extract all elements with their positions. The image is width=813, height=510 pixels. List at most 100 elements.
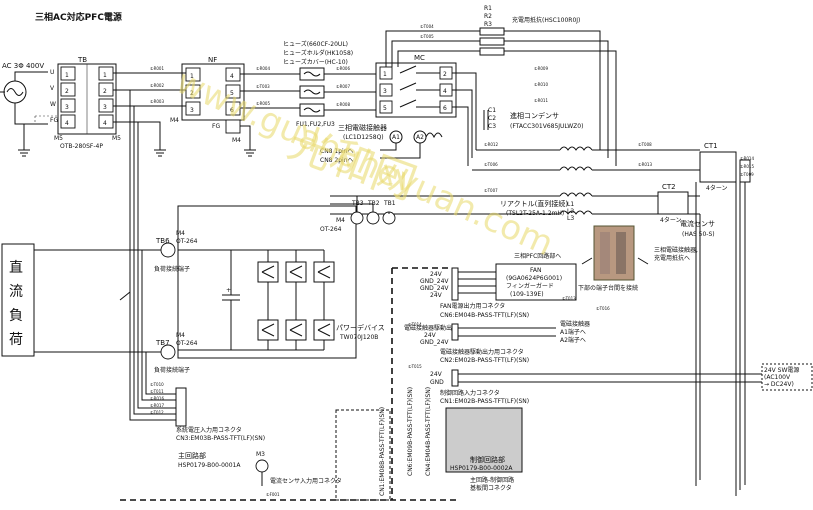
ct1-sensor <box>699 151 737 183</box>
vert-connector-0: CN1:EM08B-PASS-TFT(LF)(SN) <box>379 407 386 496</box>
power-device-part: TW070J120B <box>339 334 378 341</box>
svg-text:W: W <box>50 101 56 108</box>
cn8-pin1: CN8 1pinへ <box>320 148 354 155</box>
photo-label-1: 三相PFC回路部へ <box>514 252 561 260</box>
svg-text:L2: L2 <box>567 208 574 215</box>
fan-connector-label: FAN電源出力用コネクタ <box>440 302 505 310</box>
dc-load-text: 直 流 負 荷 <box>9 259 23 348</box>
svg-text:M4: M4 <box>176 230 185 237</box>
source-label: AC 3Φ 400V <box>2 62 44 70</box>
svg-text:R2: R2 <box>484 13 492 20</box>
ctrl-circuit-label: 制御回路部 <box>470 455 505 464</box>
capacitor-label: 進相コンデンサ <box>510 111 559 120</box>
svg-text:C2: C2 <box>488 115 496 122</box>
photo-label-4: 下部の端子台間を接続 <box>578 284 638 292</box>
vert-connector-2: CN4:EM04B-PASS-TFT(LF)(SN) <box>425 387 432 476</box>
fuse-group-label: FU1,FU2,FU3 <box>296 121 335 128</box>
mc-drive-label: 電磁接触器駆動出力 <box>404 324 458 332</box>
svg-text:24V: 24V <box>430 271 443 278</box>
svg-text:4ターン: 4ターン <box>660 216 682 224</box>
vin-connector-part: CN3:EM03B-PASS-TFT(LF)(SN) <box>176 435 265 442</box>
power-stage <box>177 205 357 359</box>
ctrl-circuit-part: HSP0179-B00-0002A <box>450 465 513 472</box>
svg-text:①T014: ①T014 <box>408 322 422 327</box>
svg-text:(109-139E): (109-139E) <box>510 291 544 298</box>
svg-text:GND_24V: GND_24V <box>420 339 449 346</box>
svg-text:①R013: ①R013 <box>638 162 652 167</box>
svg-text:4: 4 <box>65 120 69 127</box>
svg-text:①T011: ①T011 <box>150 389 164 394</box>
svg-text:①R008: ①R008 <box>336 102 350 107</box>
capacitor-names: C1 C2 C3 <box>488 107 496 130</box>
reactors <box>559 146 593 215</box>
mc-label: 三相電磁接触器 <box>338 123 387 132</box>
svg-text:①T006: ①T006 <box>484 162 498 167</box>
tb-name: TB <box>77 56 87 64</box>
svg-text:①R012: ①R012 <box>484 142 498 147</box>
vert-connector-1: CN6:EM09B-PASS-TFT(LF)(SN) <box>407 387 414 476</box>
svg-text:OT-264: OT-264 <box>176 340 198 347</box>
tb6-name: TB6 <box>155 237 170 245</box>
svg-text:4: 4 <box>230 73 234 80</box>
svg-text:ヒューズ(660CF-20UL): ヒューズ(660CF-20UL) <box>283 40 348 48</box>
nf-terminals: 1 2 3 4 5 6 <box>185 67 241 116</box>
svg-text:2: 2 <box>443 71 447 78</box>
nf-name: NF <box>208 56 217 64</box>
tb7-terminal <box>160 344 176 360</box>
svg-text:(9GA0624P6G001): (9GA0624P6G001) <box>506 275 562 282</box>
svg-text:C1: C1 <box>488 107 496 114</box>
fuse-labels: ヒューズ(660CF-20UL) ヒューズホルダ(HK1058) ヒューズカバー… <box>283 40 353 66</box>
svg-text:A2端子へ: A2端子へ <box>560 336 586 344</box>
svg-text:①R014: ①R014 <box>740 156 754 161</box>
nf-fg: FG <box>212 123 220 130</box>
tbp-part: OT-264 <box>320 226 342 233</box>
svg-text:6: 6 <box>230 107 234 114</box>
svg-text:①T007: ①T007 <box>484 188 498 193</box>
svg-text:①R001: ①R001 <box>150 66 164 71</box>
svg-text:6: 6 <box>443 105 447 112</box>
svg-text:GND_24V: GND_24V <box>420 278 449 285</box>
current-connector-label: 電流センサ入力用コネクタ <box>270 477 342 485</box>
mc-terminals: 1 3 5 2 4 6 <box>379 66 453 114</box>
svg-text:①R004: ①R004 <box>256 66 270 71</box>
svg-text:1: 1 <box>190 73 194 80</box>
svg-text:→ DC24V): → DC24V) <box>764 381 794 388</box>
ac-sine-icon <box>6 88 24 96</box>
fan-pins: 24V GND_24V GND_24V 24V <box>420 271 449 299</box>
svg-text:①T015: ①T015 <box>408 364 422 369</box>
svg-text:①T009: ①T009 <box>740 172 754 177</box>
svg-text:①F001: ①F001 <box>266 492 280 497</box>
svg-text:フィンガーガード: フィンガーガード <box>506 282 554 290</box>
svg-text:C3: C3 <box>488 123 496 130</box>
svg-text:①R017: ①R017 <box>150 403 164 408</box>
cn8-pin2: CN8 2pinへ <box>320 157 354 164</box>
svg-text:①T013: ①T013 <box>562 296 576 301</box>
ctrl-input-label: 制御回路入力コネクタ <box>440 389 500 397</box>
svg-text:+: + <box>226 287 231 294</box>
svg-text:①R009: ①R009 <box>534 66 548 71</box>
diagram-title: 三相AC対応PFC電源 <box>35 11 122 23</box>
svg-text:24V: 24V <box>424 332 437 339</box>
igbt-bridge <box>257 249 335 351</box>
svg-text:2: 2 <box>103 88 107 95</box>
svg-text:ヒューズカバー(HC-10): ヒューズカバー(HC-10) <box>283 58 348 66</box>
main-circuit-label: 主回路部 <box>178 451 206 460</box>
svg-text:①T005: ①T005 <box>420 34 434 39</box>
svg-text:A1: A1 <box>392 134 400 141</box>
svg-text:①R003: ①R003 <box>150 99 164 104</box>
svg-text:①R015: ①R015 <box>740 164 754 169</box>
reactor-part: (TSL2T-25A-1.2mH) <box>506 210 564 217</box>
ground-icon <box>154 149 166 157</box>
svg-text:FG: FG <box>50 117 58 124</box>
svg-text:5: 5 <box>230 90 234 97</box>
cn2-connector <box>451 323 459 341</box>
main-circuit-part: HSP0179-B00-0001A <box>178 462 241 469</box>
m3-terminal <box>255 459 269 473</box>
tb-screw-left: M5 <box>54 135 63 142</box>
ct1-name: CT1 <box>704 142 718 150</box>
svg-text:(AC100V: (AC100V <box>764 374 791 381</box>
svg-text:24V SW電源: 24V SW電源 <box>764 366 799 374</box>
svg-text:OT-264: OT-264 <box>176 238 198 245</box>
reactor-names: L1 L2 L3 <box>567 201 574 222</box>
